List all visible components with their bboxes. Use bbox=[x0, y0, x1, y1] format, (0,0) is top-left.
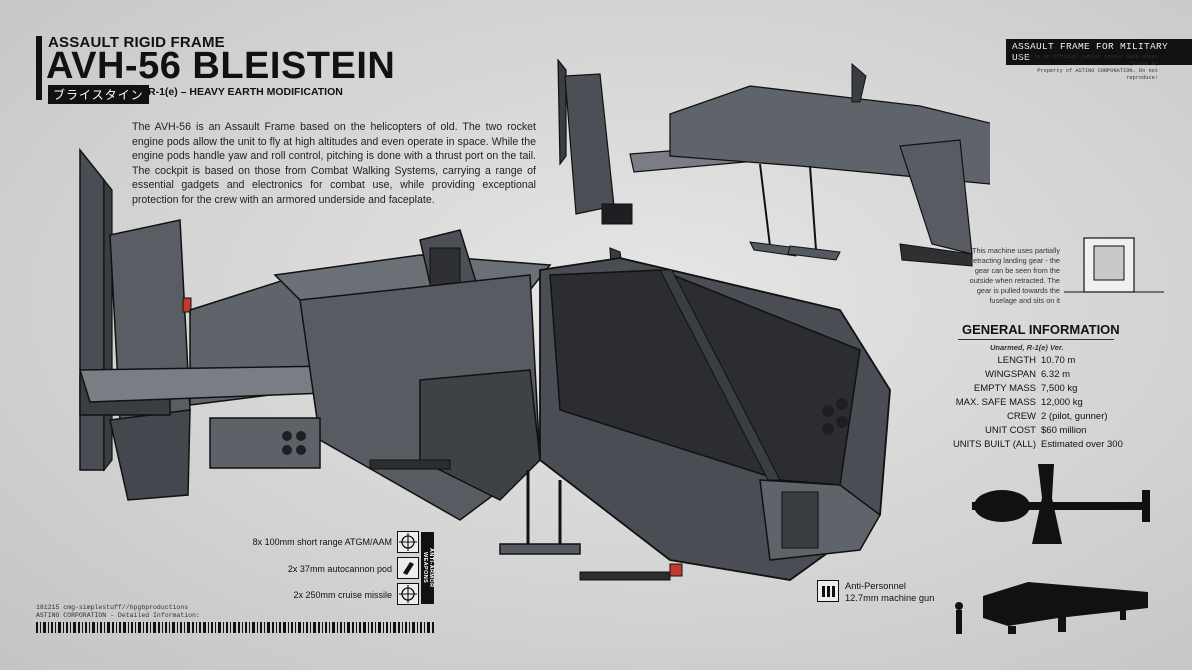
title-accent-bar bbox=[36, 36, 42, 100]
variant-label: R-1(e) – HEAVY EARTH MODIFICATION bbox=[148, 86, 343, 98]
spec-value: 12,000 kg bbox=[1041, 397, 1083, 408]
classification-notice: This is an official public access data s… bbox=[1008, 54, 1158, 82]
spec-value: $60 million bbox=[1041, 425, 1087, 436]
description-text: The AVH-56 is an Assault Frame based on … bbox=[132, 121, 536, 206]
crosshair-icon bbox=[397, 531, 419, 553]
general-info-heading: GENERAL INFORMATION bbox=[962, 322, 1120, 337]
barcode bbox=[36, 622, 434, 633]
spec-row: MAX. SAFE MASS bbox=[946, 396, 1036, 410]
spec-key: EMPTY MASS bbox=[973, 383, 1036, 394]
credits: 181215 cmg-simplestuff//hpgbproductions … bbox=[36, 604, 200, 620]
landing-gear-detail bbox=[1064, 237, 1164, 293]
notice-line-2: Property of ASTINO CORPORATION. Do not r… bbox=[1037, 68, 1158, 81]
main-aircraft-illustration bbox=[78, 147, 891, 581]
crosshair-icon bbox=[397, 583, 419, 605]
top-view-silhouette bbox=[972, 464, 1150, 544]
weapon-label-atgm: 8x 100mm short range ATGM/AAM bbox=[252, 537, 392, 547]
landing-gear-note: This machine uses partially retracting l… bbox=[969, 246, 1060, 305]
category-label: ASSAULT RIGID FRAME bbox=[48, 34, 225, 51]
spec-key: WINGSPAN bbox=[984, 369, 1036, 380]
spec-value: 2 (pilot, gunner) bbox=[1041, 411, 1108, 422]
spec-row: LENGTH bbox=[946, 354, 1036, 368]
spec-value: Estimated over 300 bbox=[1041, 439, 1123, 450]
page-title: AVH-56 BLEISTEIN bbox=[46, 45, 396, 87]
classification-stamp: ASSAULT FRAME FOR MILITARY USE bbox=[1006, 39, 1192, 65]
anti-personnel-weapon: 12.7mm machine gun bbox=[845, 593, 935, 603]
spec-key: UNITS BUILT (ALL) bbox=[952, 439, 1036, 450]
spec-value: 6.32 m bbox=[1041, 369, 1071, 380]
spec-row: WINGSPAN bbox=[946, 368, 1036, 382]
spec-value: 10.70 m bbox=[1041, 355, 1076, 366]
general-info-subheading: Unarmed, R-1(e) Ver. bbox=[990, 343, 1064, 352]
spec-value: 7,500 kg bbox=[1041, 383, 1078, 394]
japanese-name: ブライスタイン bbox=[48, 85, 149, 104]
anti-personnel-title: Anti-Personnel bbox=[845, 581, 906, 591]
spec-key: LENGTH bbox=[997, 355, 1036, 366]
credits-line-1: 181215 cmg-simplestuff//hpgbproductions bbox=[36, 604, 189, 611]
spec-key: MAX. SAFE MASS bbox=[955, 397, 1036, 408]
spec-key: UNIT COST bbox=[984, 425, 1036, 436]
anti-armor-weapons-tab: ANTI-ARMOR WEAPONS bbox=[421, 532, 434, 604]
general-info-divider bbox=[958, 339, 1114, 340]
side-view-silhouette bbox=[955, 582, 1148, 634]
credits-line-2: ASTINO CORPORATION - Detailed Informatio… bbox=[36, 612, 200, 619]
shell-icon bbox=[397, 557, 419, 579]
secondary-aircraft-illustration bbox=[557, 58, 990, 267]
spec-key: CREW bbox=[1006, 411, 1036, 422]
spec-row: EMPTY MASS bbox=[946, 382, 1036, 396]
spec-row: UNITS BUILT (ALL) bbox=[946, 438, 1036, 452]
notice-line-1: This is an official public access data s… bbox=[1018, 54, 1158, 67]
spec-row: CREW bbox=[946, 410, 1036, 424]
weapon-label-cruise-missile: 2x 250mm cruise missile bbox=[293, 590, 392, 600]
spec-row: UNIT COST bbox=[946, 424, 1036, 438]
ammo-icon bbox=[817, 580, 839, 602]
weapon-label-autocannon: 2x 37mm autocannon pod bbox=[287, 564, 392, 574]
anti-personnel-block: Anti-Personnel 12.7mm machine gun bbox=[845, 580, 934, 604]
